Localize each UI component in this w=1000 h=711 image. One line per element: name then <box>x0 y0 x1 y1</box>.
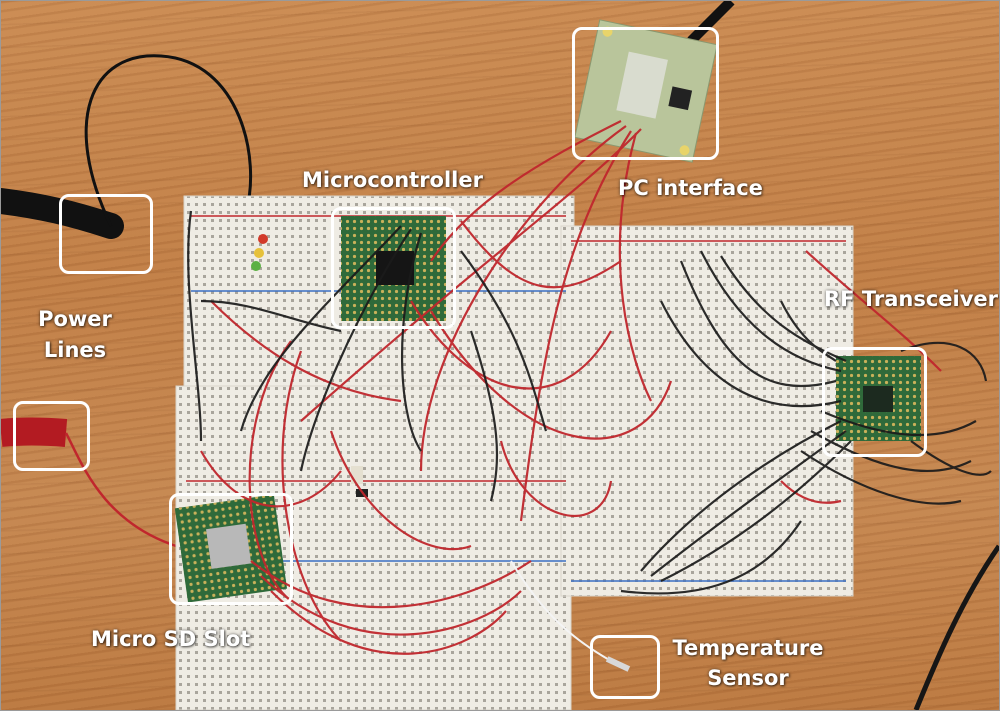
pc-interface-callout <box>572 27 719 160</box>
label-power-lines: Power Lines <box>29 306 121 364</box>
label-micro-sd-slot: Micro SD Slot <box>91 627 251 651</box>
micro-sd-board <box>174 494 288 603</box>
temperature-sensor-callout <box>590 635 660 699</box>
red-cable <box>1 417 68 447</box>
breadboard-right <box>560 225 854 597</box>
label-microcontroller: Microcontroller <box>302 168 483 192</box>
power-line-black-callout <box>59 194 153 274</box>
power-line-red-callout <box>13 401 90 471</box>
label-pc-interface: PC interface <box>618 176 763 200</box>
microcontroller-callout <box>331 207 456 329</box>
black-cable <box>1 188 124 239</box>
label-power-lines-line2: Lines <box>43 338 107 363</box>
rf-transceiver-callout <box>822 347 927 457</box>
usb-cable <box>687 1 735 45</box>
label-temperature-sensor-line1: Temperature <box>672 636 824 660</box>
micro-sd-callout <box>169 493 293 605</box>
label-temperature-sensor: Temperature Sensor <box>665 635 831 692</box>
black-cord <box>913 544 999 710</box>
label-temperature-sensor-line2: Sensor <box>707 666 789 691</box>
label-power-lines-line1: Power <box>38 307 112 331</box>
label-rf-transceiver: RF Transceiver <box>824 287 998 311</box>
black-loop-wire <box>84 54 253 227</box>
